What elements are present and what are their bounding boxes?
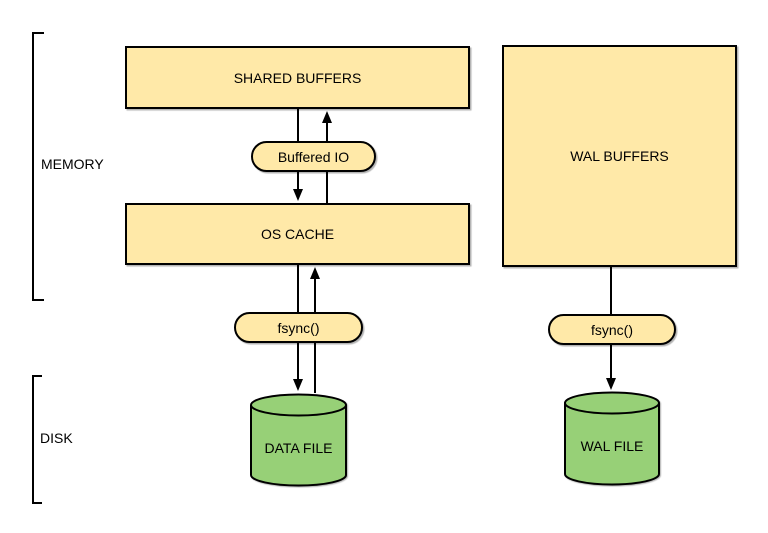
memory-section-label: MEMORY: [41, 156, 104, 172]
fsync-right-pill: fsync(): [548, 314, 676, 345]
buffered-io-pill: Buffered IO: [251, 141, 376, 172]
fsync-left-label: fsync(): [277, 319, 320, 336]
wal-buffers-node: WAL BUFFERS: [502, 45, 737, 267]
arrow-oscache-to-shared-head: [322, 111, 332, 123]
data-file-cylinder: DATA FILE: [250, 393, 347, 487]
shared-buffers-node: SHARED BUFFERS: [125, 46, 470, 109]
arrow-shared-to-oscache-head: [293, 189, 303, 201]
fsync-left-pill: fsync(): [234, 312, 363, 343]
data-file-cylinder-shape: [250, 393, 347, 487]
os-cache-node: OS CACHE: [125, 203, 470, 265]
disk-bracket: [32, 375, 42, 504]
wal-file-label: WAL FILE: [580, 438, 644, 455]
os-cache-label: OS CACHE: [260, 226, 335, 242]
shared-buffers-label: SHARED BUFFERS: [233, 69, 362, 86]
disk-section-label: DISK: [40, 430, 73, 446]
wal-file-cylinder: WAL FILE: [564, 391, 660, 486]
arrow-fsync-to-walfile-head: [606, 378, 616, 390]
arrow-datafile-to-oscache-head: [310, 267, 320, 279]
fsync-right-label: fsync(): [591, 321, 633, 338]
wal-buffers-label: WAL BUFFERS: [570, 148, 669, 164]
wal-file-cylinder-shape: [564, 391, 660, 486]
arrow-oscache-to-datafile-head: [293, 379, 303, 391]
memory-bracket: [32, 32, 44, 301]
data-file-label: DATA FILE: [264, 439, 333, 456]
buffered-io-label: Buffered IO: [277, 148, 350, 165]
